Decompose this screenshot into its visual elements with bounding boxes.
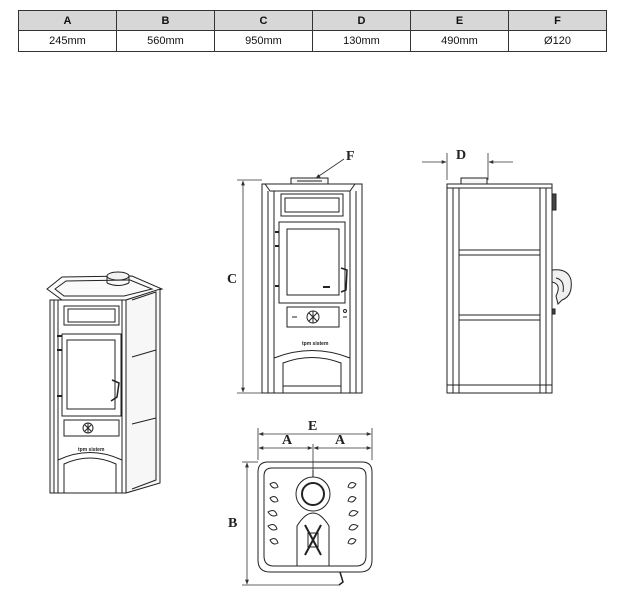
dimension-d-line — [422, 153, 513, 180]
value-e: 490mm — [410, 30, 509, 52]
dimensions-value-row: 245mm 560mm 950mm 130mm 490mm Ø120 — [18, 30, 607, 52]
dimension-f-label: F — [346, 149, 355, 164]
stove-front-view — [261, 177, 363, 394]
value-a: 245mm — [18, 30, 117, 52]
dimension-e-line — [257, 428, 373, 460]
front-brand-text: tpm sistem — [302, 341, 329, 347]
perspective-brand-text: tpm sistem — [78, 447, 105, 453]
dimension-c-line — [237, 179, 262, 394]
header-a: A — [18, 10, 117, 31]
value-d: 130mm — [312, 30, 411, 52]
stove-top-view — [257, 461, 373, 586]
dimension-a-right-label: A — [335, 433, 346, 448]
dimension-d-label: D — [456, 148, 466, 163]
stove-side-view — [446, 177, 572, 394]
dimensions-table: A B C D E F 245mm 560mm 950mm 130mm 490m… — [18, 10, 607, 52]
dimension-e-label: E — [308, 419, 317, 434]
dimension-b-label: B — [228, 516, 237, 531]
dimension-f-leader — [315, 158, 345, 179]
dimension-b-line — [242, 461, 340, 586]
header-b: B — [116, 10, 215, 31]
header-e: E — [410, 10, 509, 31]
dimension-c-label: C — [227, 272, 237, 287]
dimension-a-lines — [258, 444, 372, 470]
value-f: Ø120 — [508, 30, 607, 52]
stove-perspective-view — [46, 271, 164, 494]
dimension-a-left-label: A — [282, 433, 293, 448]
value-b: 560mm — [116, 30, 215, 52]
header-f: F — [508, 10, 607, 31]
